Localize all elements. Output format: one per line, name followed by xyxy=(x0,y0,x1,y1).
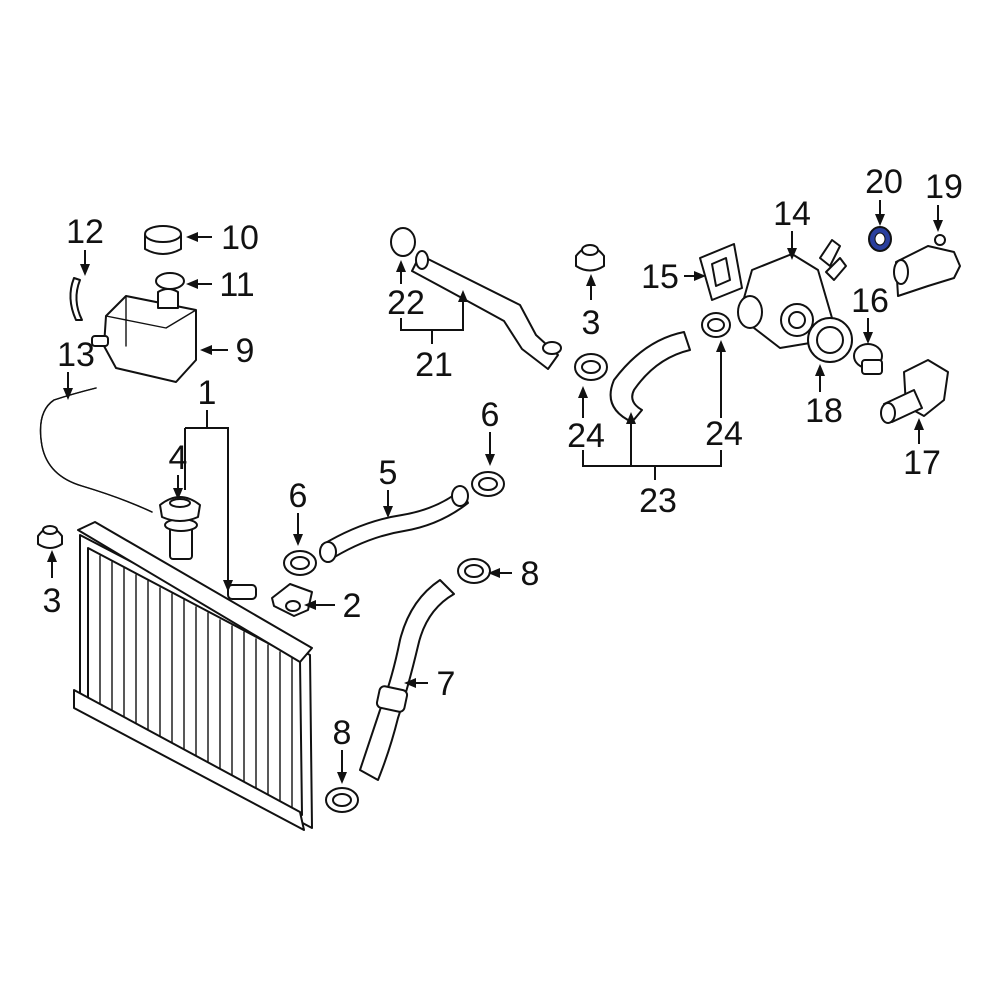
pipe-o-ring xyxy=(390,227,416,257)
callout-19: 19 xyxy=(925,168,963,206)
callout-15: 15 xyxy=(641,258,679,296)
callout-12: 12 xyxy=(66,213,104,251)
hose-clamp-6-right xyxy=(471,471,505,497)
callout-20: 20 xyxy=(865,163,903,201)
callout-16: 16 xyxy=(851,282,889,320)
mount-bushing-right xyxy=(575,244,605,272)
callout-7: 7 xyxy=(437,665,456,703)
callout-3-right: 3 xyxy=(582,304,601,342)
callout-22: 22 xyxy=(387,284,425,322)
callout-4: 4 xyxy=(169,439,188,477)
water-outlet-housing xyxy=(737,239,847,349)
thermostat-housing xyxy=(880,359,949,424)
callout-17: 17 xyxy=(903,444,941,482)
radiator-cap xyxy=(159,496,201,522)
callout-13: 13 xyxy=(57,336,95,374)
thermostat-gasket xyxy=(807,317,853,363)
mount-bushing-left xyxy=(37,525,63,549)
callout-2: 2 xyxy=(343,587,362,625)
callout-23: 23 xyxy=(639,482,677,520)
leader-lines xyxy=(47,200,943,784)
hose-clamp-8-top xyxy=(457,558,491,584)
callout-10: 10 xyxy=(221,219,259,257)
callout-21: 21 xyxy=(415,346,453,384)
outlet-gasket xyxy=(699,243,743,301)
upper-radiator-hose xyxy=(319,485,469,563)
callout-6-right: 6 xyxy=(481,396,500,434)
coolant-reservoir xyxy=(91,288,197,383)
callout-18: 18 xyxy=(805,392,843,430)
callout-11: 11 xyxy=(219,266,254,304)
thermostat xyxy=(853,343,883,375)
callout-5: 5 xyxy=(379,454,398,492)
callout-1: 1 xyxy=(198,374,217,412)
seal-ring-highlighted xyxy=(868,226,892,252)
hose-clamp-24-right xyxy=(701,312,731,338)
callout-14: 14 xyxy=(773,195,811,233)
hose-clamp-24-left xyxy=(574,353,608,381)
radiator-bracket xyxy=(271,583,313,617)
callout-24-left: 24 xyxy=(567,417,605,455)
callout-8-top: 8 xyxy=(521,555,540,593)
hose-clamp-6-left xyxy=(283,550,317,576)
reservoir-bracket-hose xyxy=(69,277,83,321)
callout-6-left: 6 xyxy=(289,477,308,515)
reservoir-cap xyxy=(144,225,182,255)
water-inlet xyxy=(893,234,961,297)
overflow-hose xyxy=(39,387,153,513)
bypass-hose xyxy=(609,331,691,423)
callout-3-left: 3 xyxy=(43,582,62,620)
hose-clamp-8-bottom xyxy=(325,787,359,813)
radiator xyxy=(73,518,313,831)
callout-labels: 1 2 3 3 4 5 6 6 7 8 8 9 10 11 12 13 14 1… xyxy=(43,163,963,752)
callout-9: 9 xyxy=(236,332,255,370)
callout-24-right: 24 xyxy=(705,415,743,453)
lower-radiator-hose xyxy=(359,579,455,781)
reservoir-cap-gasket xyxy=(155,272,185,290)
callout-8-bottom: 8 xyxy=(333,714,352,752)
water-pipe xyxy=(411,250,562,370)
